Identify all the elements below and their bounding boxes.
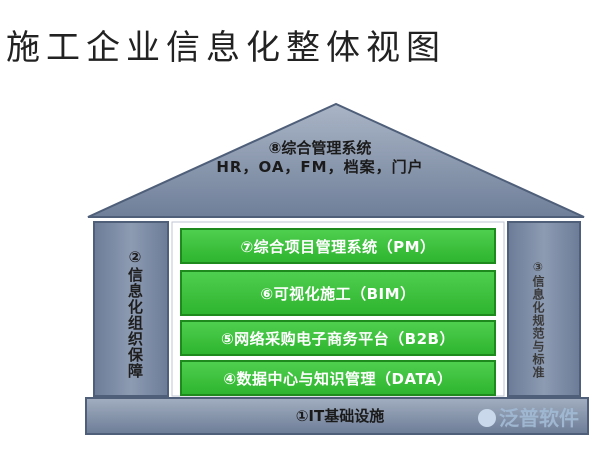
layer-pm: ⑦综合项目管理系统（PM） — [180, 228, 496, 264]
layer-bim: ⑥可视化施工（BIM） — [180, 270, 496, 316]
layer-data: ④数据中心与知识管理（DATA） — [180, 360, 496, 396]
right-pillar-label: ③信息化规范与标准 — [531, 259, 545, 379]
roof — [87, 102, 585, 218]
roof-title: ⑧综合管理系统 — [268, 139, 372, 157]
base-label: ①IT基础设施 — [295, 407, 385, 425]
left-pillar — [93, 221, 169, 397]
layer-b2b: ⑤网络采购电子商务平台（B2B） — [180, 320, 496, 356]
watermark: 泛普软件 — [478, 402, 579, 431]
watermark-text: 泛普软件 — [499, 406, 579, 430]
brand-logo-icon — [478, 409, 496, 427]
diagram-title: 施工企业信息化整体视图 — [6, 28, 446, 68]
base-slab — [85, 397, 589, 435]
right-pillar — [507, 221, 581, 397]
left-pillar-label: ②信息化组织保障 — [126, 247, 144, 379]
roof-label: ⑧综合管理系统 HR，OA，FM，档案，门户 — [200, 138, 440, 177]
roof-subtitle: HR，OA，FM，档案，门户 — [216, 158, 424, 176]
